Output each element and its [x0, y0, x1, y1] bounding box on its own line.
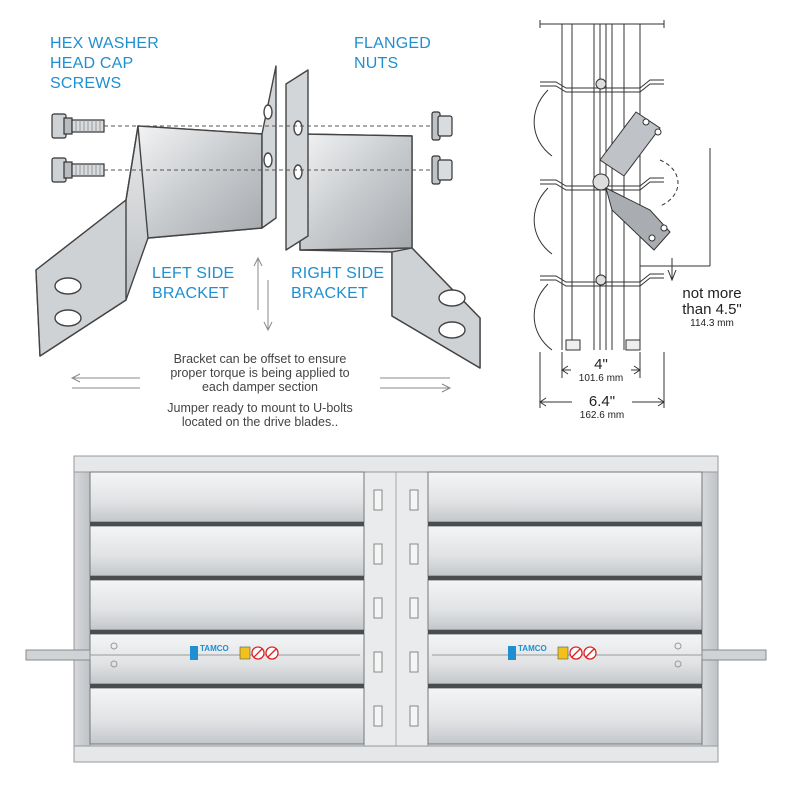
- hex-screw-icon: [51, 113, 105, 139]
- tamco-logo-icon: [190, 646, 516, 660]
- flanged-nut-icon: [431, 111, 453, 141]
- flanged-nut-icon: [431, 155, 453, 185]
- bracket-exploded-view: [35, 65, 481, 393]
- side-section-view: [533, 20, 711, 408]
- hex-washer-label: HEX WASHER HEAD CAP SCREWS: [50, 35, 159, 92]
- hex-screw-icon: [51, 157, 105, 183]
- jumper-note: Jumper ready to mount to U-bolts located…: [167, 401, 353, 429]
- right-bracket-label: RIGHT SIDE BRACKET: [291, 265, 385, 302]
- depth-dimension: 4" 101.6 mm: [571, 357, 631, 385]
- overall-dimension: 6.4" 162.6 mm: [572, 394, 632, 422]
- tamco-logo-text-left: TAMCO: [200, 644, 229, 653]
- offset-note: Bracket can be offset to ensure proper t…: [170, 352, 350, 394]
- tamco-logo-text-right: TAMCO: [518, 644, 547, 653]
- left-side-bracket: [35, 65, 277, 357]
- left-bracket-label: LEFT SIDE BRACKET: [152, 265, 235, 302]
- offset-arrows: [70, 256, 452, 393]
- max-gap-dimension: not more than 4.5" 114.3 mm: [682, 285, 742, 330]
- flanged-nuts-label: FLANGED NUTS: [354, 35, 431, 72]
- right-side-bracket: [285, 69, 481, 369]
